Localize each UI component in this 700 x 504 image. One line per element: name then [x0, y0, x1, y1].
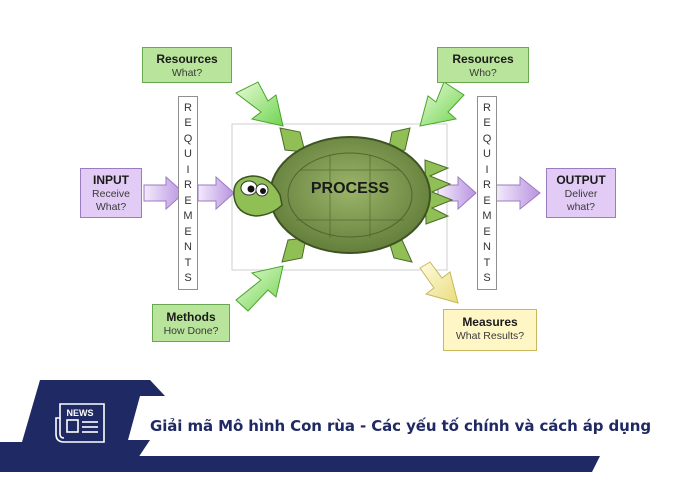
req-right-letter: E [483, 225, 491, 238]
output-line2: what? [566, 201, 596, 213]
methods-sub: How Done? [163, 325, 219, 337]
resources-what-sub: What? [171, 67, 203, 79]
req-left-letter: E [184, 117, 192, 130]
measures-box: Measures What Results? [443, 309, 537, 351]
arrow-measures [419, 261, 459, 304]
turtle-diagram: PROCESS [143, 81, 541, 312]
resources-who-title: Resources [452, 52, 514, 66]
process-label: PROCESS [311, 180, 390, 197]
news-banner: NEWS [0, 380, 700, 504]
output-title: OUTPUT [556, 173, 606, 187]
arrow-methods [235, 265, 284, 312]
req-right-letter: E [483, 117, 491, 130]
measures-sub: What Results? [455, 330, 525, 342]
req-right-letter: Q [482, 132, 492, 145]
output-box: OUTPUT Deliver what? [546, 168, 616, 218]
req-right-letter: E [483, 194, 491, 207]
arrow-req-to-output [495, 175, 541, 211]
req-left-letter: E [184, 194, 192, 207]
turtle-legs [279, 127, 454, 263]
req-right-letter: R [483, 101, 491, 114]
req-right-letter: R [483, 179, 491, 192]
req-left-letter: I [186, 163, 190, 176]
input-title: INPUT [93, 173, 129, 187]
req-left-letter: R [184, 101, 192, 114]
news-icon-label: NEWS [67, 408, 94, 418]
req-left-letter: R [184, 179, 192, 192]
req-right-letter: M [482, 210, 492, 223]
resources-who-box: Resources Who? [437, 47, 529, 83]
resources-what-title: Resources [156, 52, 218, 66]
req-right-letter: I [485, 163, 489, 176]
turtle-head [233, 175, 283, 217]
req-left-letter: M [183, 210, 193, 223]
resources-what-box: Resources What? [142, 47, 232, 83]
methods-title: Methods [166, 310, 216, 324]
arrow-input-to-req [143, 175, 185, 211]
req-left-letter: Q [183, 132, 193, 145]
measures-title: Measures [462, 315, 518, 329]
req-right-letter: N [483, 241, 491, 254]
output-line1: Deliver [564, 188, 598, 200]
req-left-letter: N [184, 241, 192, 254]
req-right-letter: T [483, 256, 491, 269]
req-left-letter: T [184, 256, 192, 269]
requirements-left: R E Q U I R E M E N T S [178, 96, 198, 290]
banner-title: Giải mã Mô hình Con rùa - Các yếu tố chí… [150, 417, 651, 435]
input-line1: Receive [92, 188, 130, 200]
req-right-letter: U [483, 148, 491, 161]
news-icon [55, 403, 105, 443]
req-left-letter: U [184, 148, 192, 161]
arrow-resources-who [419, 81, 465, 127]
methods-box: Methods How Done? [152, 304, 230, 342]
req-left-letter: E [184, 225, 192, 238]
req-left-letter: S [184, 272, 192, 285]
requirements-right: R E Q U I R E M E N T S [477, 96, 497, 290]
arrow-resources-what [235, 81, 284, 127]
input-line2: What? [95, 201, 127, 213]
resources-who-sub: Who? [469, 67, 497, 79]
req-right-letter: S [483, 272, 491, 285]
arrow-req-to-process [197, 175, 235, 211]
input-box: INPUT Receive What? [80, 168, 142, 218]
